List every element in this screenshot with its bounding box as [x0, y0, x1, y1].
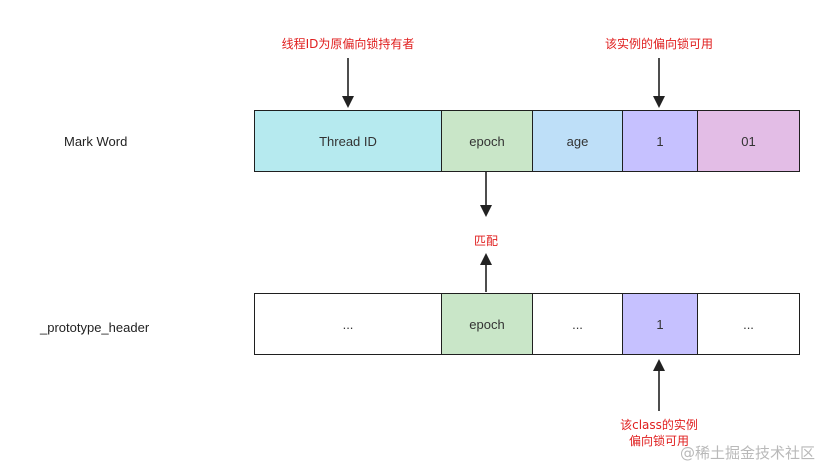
prototype-header-biased-flag-cell: 1: [621, 293, 699, 355]
match-note: 匹配: [473, 234, 498, 248]
prototype-header-row: ... epoch ... 1 ...: [254, 293, 800, 355]
prototype-header-label: _prototype_header: [40, 320, 150, 335]
mark-word-row: Thread ID epoch age 1 01: [254, 110, 800, 172]
instance-biased-arrowhead: [653, 96, 665, 108]
mark-word-lock-bits-cell: 01: [697, 110, 800, 172]
prototype-epoch-up-arrowhead: [480, 253, 492, 265]
mark-word-label: Mark Word: [64, 134, 128, 149]
mark-word-thread-id-cell: Thread ID: [254, 110, 442, 172]
class-biased-arrowhead: [653, 359, 665, 371]
class-biased-note-line2: 偏向锁可用: [628, 434, 689, 448]
mark-word-epoch-cell: epoch: [440, 110, 534, 172]
prototype-header-cell: ...: [532, 293, 623, 355]
thread-id-arrowhead: [342, 96, 354, 108]
prototype-header-cell: ...: [697, 293, 800, 355]
class-biased-note-line1: 该class的实例: [620, 418, 698, 432]
watermark: @稀土掘金技术社区: [679, 444, 815, 462]
epoch-down-arrowhead: [480, 205, 492, 217]
mark-word-age-cell: age: [532, 110, 623, 172]
thread-id-note: 线程ID为原偏向锁持有者: [281, 37, 415, 51]
instance-biased-note: 该实例的偏向锁可用: [604, 37, 713, 51]
prototype-header-epoch-cell: epoch: [440, 293, 534, 355]
prototype-header-cell: ...: [254, 293, 442, 355]
